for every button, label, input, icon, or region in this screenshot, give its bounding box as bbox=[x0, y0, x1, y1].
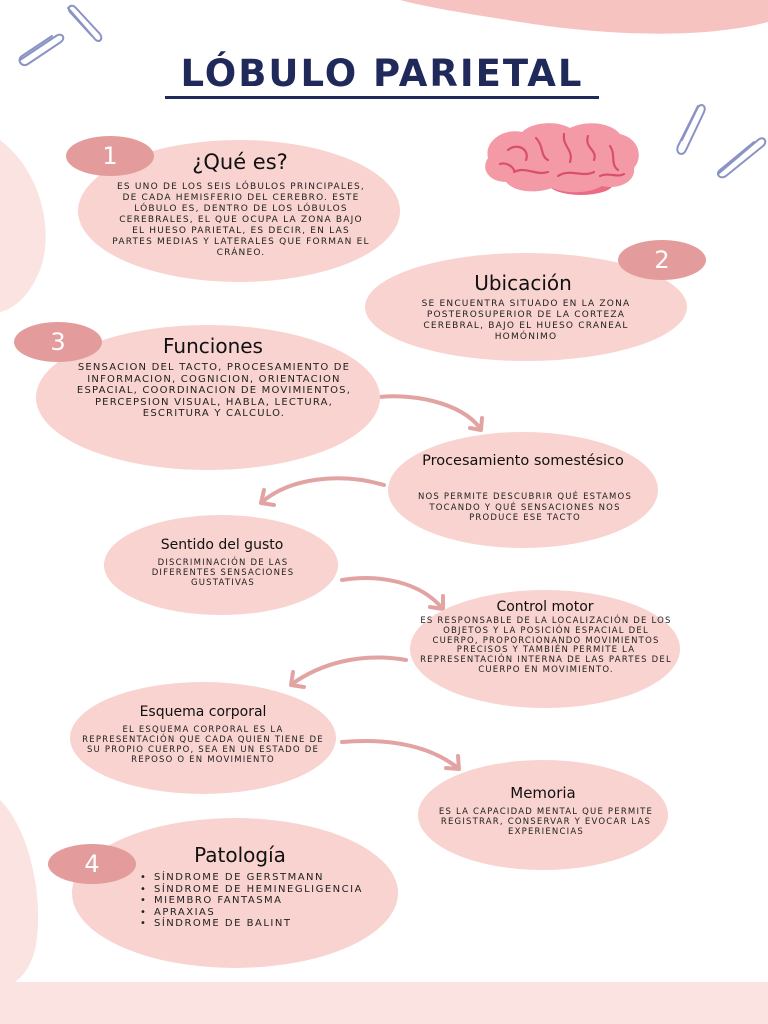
brain-icon bbox=[485, 123, 639, 195]
esquema-blob bbox=[70, 682, 336, 794]
ubicacion-text: Se encuentra situado en la zona posteros… bbox=[421, 299, 631, 342]
section-number-badge: 1 bbox=[66, 136, 154, 176]
section-number-badge: 2 bbox=[618, 240, 706, 280]
patologia-list: Síndrome de Gerstmann Síndrome de Hemine… bbox=[140, 872, 380, 930]
paperclip-icon bbox=[716, 137, 767, 179]
paperclip-icon bbox=[676, 104, 706, 155]
control-text: Es responsable de la localización de los… bbox=[420, 616, 672, 675]
arrow-control-to-esquema bbox=[290, 655, 408, 686]
que-es-text: Es uno de los seis lóbulos principales, … bbox=[112, 182, 370, 258]
patologia-heading: Patología bbox=[194, 843, 286, 867]
gusto-heading: Sentido del gusto bbox=[160, 537, 284, 553]
title-underline bbox=[165, 96, 599, 99]
gusto-text: Discriminación de las diferentes sensaci… bbox=[151, 558, 295, 588]
list-item: Miembro fantasma bbox=[140, 895, 380, 907]
esquema-text: El esquema corporal es la representación… bbox=[82, 725, 324, 765]
control-blob bbox=[410, 590, 680, 708]
procesamiento-text: Nos permite descubrir qué estamos tocand… bbox=[417, 492, 633, 523]
esquema-heading: Esquema corporal bbox=[139, 704, 267, 720]
section-number-badge: 4 bbox=[48, 844, 136, 884]
list-item: Síndrome de Balint bbox=[140, 918, 380, 930]
control-heading: Control motor bbox=[496, 599, 594, 615]
paperclip-icon bbox=[67, 4, 103, 42]
arrow-procesamiento-to-gusto bbox=[260, 476, 386, 504]
list-item: Síndrome de Heminegligencia bbox=[140, 884, 380, 896]
arrow-funciones-to-procesamiento bbox=[370, 394, 482, 430]
memoria-blob bbox=[418, 760, 668, 870]
funciones-text: Sensacion del tacto, procesamiento de in… bbox=[76, 362, 352, 419]
procesamiento-heading: Procesamiento somestésico bbox=[422, 453, 624, 469]
procesamiento-blob bbox=[388, 432, 658, 548]
paperclip-icon bbox=[18, 33, 65, 66]
ubicacion-heading: Ubicación bbox=[474, 271, 572, 295]
gusto-blob bbox=[104, 515, 338, 615]
page-title: LÓBULO PARIETAL bbox=[180, 52, 584, 95]
arrow-esquema-to-memoria bbox=[340, 739, 460, 770]
memoria-text: Es la capacidad mental que permite regis… bbox=[438, 807, 654, 837]
section-number-badge: 3 bbox=[14, 322, 102, 362]
list-item: Apraxias bbox=[140, 907, 380, 919]
memoria-heading: Memoria bbox=[510, 784, 576, 802]
que-es-heading: ¿Qué es? bbox=[192, 150, 288, 174]
list-item: Síndrome de Gerstmann bbox=[140, 872, 380, 884]
arrow-gusto-to-control bbox=[340, 576, 444, 610]
funciones-heading: Funciones bbox=[163, 334, 263, 358]
